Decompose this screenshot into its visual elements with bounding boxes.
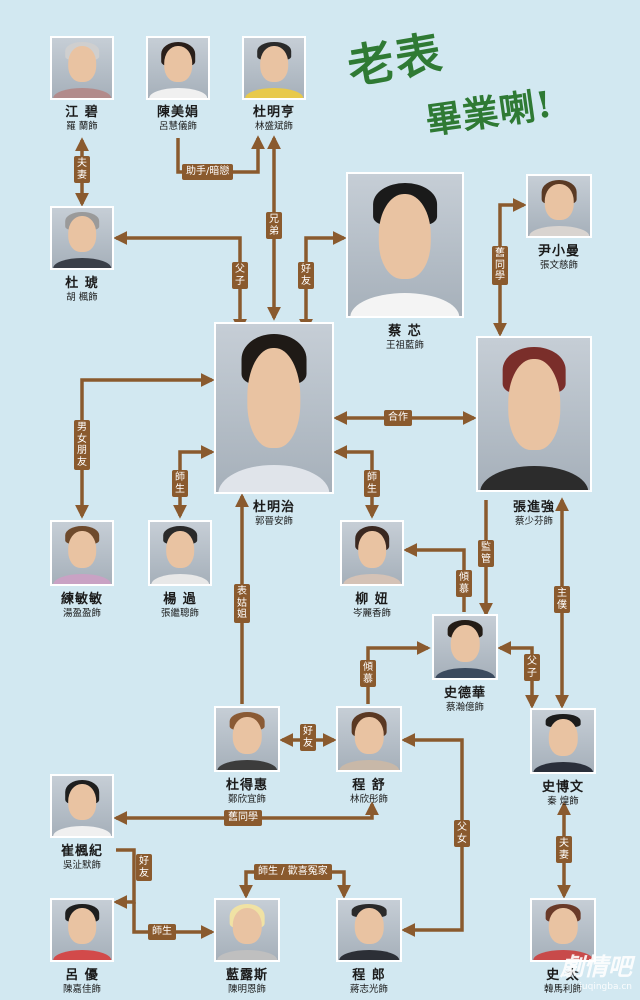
relation-label: 主僕 (554, 586, 570, 613)
character-name: 杜明治 (252, 500, 295, 515)
relation-label: 舊同學 (224, 810, 262, 826)
actor-name: 張文慈飾 (539, 260, 578, 271)
character-name: 練敏敏 (60, 592, 103, 607)
portrait-caixin (346, 172, 464, 318)
relation-label: 男女朋友 (74, 420, 90, 470)
actor-name: 蔡瀚億飾 (445, 702, 484, 713)
portrait-chengshu (336, 706, 402, 772)
character-name: 楊 過 (163, 592, 197, 607)
actor-name: 張繼聰飾 (160, 608, 199, 619)
line-qingmu2 (366, 641, 431, 704)
line-jiutongxue1 (493, 198, 527, 337)
line-haoyou3 (113, 848, 136, 909)
actor-name: 林盛斌飾 (254, 121, 293, 132)
watermark-url: juqingba.cn (579, 982, 632, 992)
actor-name: 胡 楓飾 (66, 292, 98, 303)
relation-label: 夫妻 (556, 836, 572, 863)
portrait-yangguo (148, 520, 212, 586)
character-name: 呂 優 (65, 968, 99, 983)
relation-label: 合作 (384, 410, 412, 426)
actor-name: 湯盈盈飾 (62, 608, 101, 619)
character-name: 陳美娟 (156, 105, 199, 120)
portrait-chenglang (336, 898, 402, 962)
actor-name: 吳沚默飾 (62, 860, 101, 871)
relation-label: 舊同學 (492, 246, 508, 285)
portrait-shibowen (530, 708, 596, 774)
actor-name: 鄭欣宜飾 (227, 794, 266, 805)
relation-label: 監管 (478, 540, 494, 567)
portrait-lianminmin (50, 520, 114, 586)
character-name: 史博文 (541, 780, 584, 795)
relation-label: 師生 (364, 470, 380, 497)
relation-label: 師生 (148, 924, 176, 940)
portrait-liuniu (340, 520, 404, 586)
portrait-dumingzhi (214, 322, 334, 494)
relation-label: 好友 (300, 724, 316, 751)
portrait-lanlusi (214, 898, 280, 962)
actor-name: 陳嘉佳飾 (62, 984, 101, 995)
relation-label: 師生 (172, 470, 188, 497)
actor-name: 呂慧儀飾 (158, 121, 197, 132)
character-name: 江 碧 (65, 105, 99, 120)
actor-name: 林欣彤飾 (349, 794, 388, 805)
character-name: 杜得惠 (225, 778, 268, 793)
relation-label: 夫妻 (74, 156, 90, 183)
actor-name: 王祖藍飾 (385, 340, 424, 351)
actor-name: 秦 煌飾 (547, 796, 579, 807)
watermark: 劇情吧 juqingba.cn (560, 947, 632, 992)
portrait-shidehua (432, 614, 498, 680)
relation-label: 表姑姐 (234, 584, 250, 623)
character-name: 程 舒 (352, 778, 386, 793)
title-logo: 老表 畢業喇! (335, 12, 605, 162)
character-name: 史德華 (443, 686, 486, 701)
relation-label: 好友 (298, 262, 314, 289)
watermark-text: 劇情吧 (560, 952, 632, 981)
relation-label: 好友 (136, 854, 152, 881)
character-name: 崔楓紀 (60, 844, 103, 859)
actor-name: 羅 蘭飾 (66, 121, 98, 132)
portrait-shitai (530, 898, 596, 962)
title-line-1: 老表 (343, 25, 448, 95)
line-jiutongxue2 (113, 801, 379, 825)
character-name: 藍露斯 (225, 968, 268, 983)
actor-name: 郭晉安飾 (254, 516, 293, 527)
portrait-zhangjinqiang (476, 336, 592, 492)
actor-name: 岑麗香飾 (352, 608, 391, 619)
portrait-yinxiaoman (526, 174, 592, 238)
character-name: 蔡 芯 (388, 324, 422, 339)
portrait-chenmeijuan (146, 36, 210, 100)
character-name: 張進強 (512, 500, 555, 515)
portrait-lvyou (50, 898, 114, 962)
relation-label: 師生 / 歡喜冤家 (254, 864, 332, 880)
relation-label: 父子 (524, 654, 540, 681)
portrait-dudehui (214, 706, 280, 772)
portrait-jiang (50, 36, 114, 100)
character-name: 程 郎 (352, 968, 386, 983)
relation-label: 助手/暗戀 (182, 164, 234, 180)
relation-label: 兄弟 (266, 212, 282, 239)
line-shisheng3 (132, 902, 215, 939)
line-fuzi2 (497, 641, 539, 709)
character-name: 史 太 (546, 968, 580, 983)
character-name: 杜 琥 (65, 276, 99, 291)
relation-label: 父子 (232, 262, 248, 289)
title-line-2: 畢業喇! (423, 83, 556, 143)
character-name: 杜明亨 (252, 105, 295, 120)
line-nannv (75, 373, 215, 519)
portrait-dumingheng (242, 36, 306, 100)
relation-label: 傾慕 (456, 570, 472, 597)
actor-name: 蔣志光飾 (349, 984, 388, 995)
actor-name: 陳明恩飾 (227, 984, 266, 995)
line-haoyou1 (299, 231, 347, 333)
relation-label: 傾慕 (360, 660, 376, 687)
relation-label: 父女 (454, 820, 470, 847)
portrait-cuifengji (50, 774, 114, 838)
portrait-duhu (50, 206, 114, 270)
actor-name: 蔡少芬飾 (514, 516, 553, 527)
character-name: 柳 妞 (355, 592, 389, 607)
actor-name: 韓馬利飾 (543, 984, 582, 995)
character-name: 尹小曼 (537, 244, 580, 259)
line-fuzi1 (113, 231, 247, 333)
